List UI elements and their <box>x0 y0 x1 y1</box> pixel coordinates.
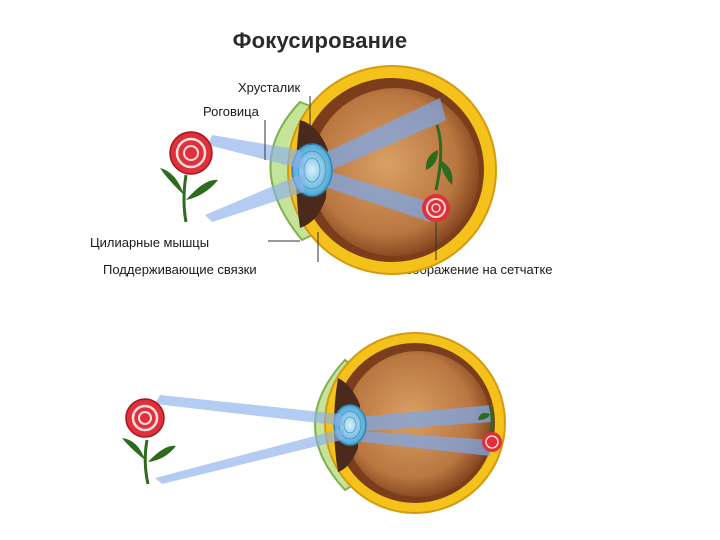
retina-image-flower-top <box>422 124 453 222</box>
eye-top <box>269 65 497 275</box>
vitreous-top <box>311 88 479 256</box>
eye-bottom <box>314 332 506 514</box>
flower-object-bottom <box>122 398 176 485</box>
incoming-rays-top <box>205 135 306 222</box>
label-zonules: Поддерживающие связки <box>103 262 257 277</box>
retina-image-flower-bottom <box>478 404 502 452</box>
label-ciliary-muscles: Цилиарные мышцы <box>90 235 210 250</box>
label-retina-image: Изображение на сетчатке <box>397 262 553 277</box>
leader-lines <box>264 96 437 262</box>
light-rays-inside-top <box>310 98 446 222</box>
label-cornea: Роговица <box>203 104 259 119</box>
light-rays-inside-bottom <box>345 405 492 456</box>
incoming-rays-bottom <box>155 395 345 484</box>
flower-object-top <box>160 131 218 223</box>
page-title: Фокусирование <box>232 28 408 53</box>
label-lens: Хрусталик <box>238 80 301 95</box>
